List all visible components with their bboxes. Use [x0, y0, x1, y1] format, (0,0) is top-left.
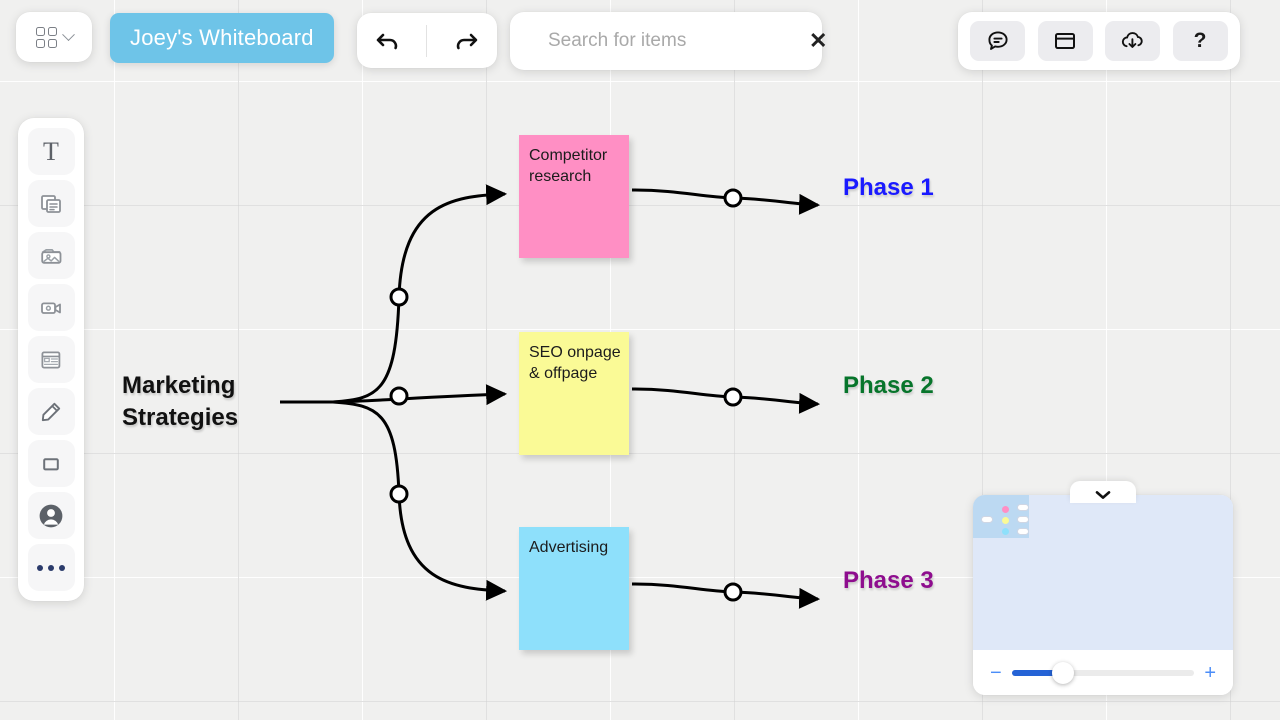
minimap-node-phase-1: [1017, 504, 1029, 511]
board-title[interactable]: Joey's Whiteboard: [110, 13, 334, 63]
chevron-down-icon: [61, 27, 75, 41]
phase-2-label[interactable]: Phase 2: [843, 372, 934, 399]
sidebar-item-shape-tool[interactable]: [27, 440, 75, 487]
comment-button[interactable]: [970, 21, 1026, 61]
cloud-download-icon: [1122, 32, 1143, 48]
advertising-note[interactable]: Advertising: [519, 527, 629, 650]
app-grid-icon: [35, 26, 57, 48]
sidebar-item-text-tool[interactable]: T: [27, 128, 75, 175]
app-grid-button[interactable]: [16, 12, 92, 62]
pen-icon: [41, 402, 61, 421]
sidebar-item-template-tool[interactable]: [27, 336, 75, 383]
redo-button[interactable]: [443, 21, 489, 61]
sidebar-item-avatar-tool[interactable]: [27, 492, 75, 539]
undo-icon: [376, 33, 398, 49]
search-input[interactable]: [548, 30, 793, 52]
root-label-line-1: Marketing: [122, 372, 236, 399]
image-icon: [40, 248, 61, 264]
advertising-note-text: Advertising: [529, 539, 609, 556]
search-clear-button[interactable]: ✕: [809, 28, 828, 53]
frame-icon: [1055, 33, 1076, 49]
avatar-icon: [39, 504, 63, 527]
more-horizontal-icon: [37, 564, 65, 571]
phase-1-label[interactable]: Phase 1: [843, 174, 934, 201]
template-icon: [41, 351, 61, 368]
video-camera-icon: [40, 302, 61, 314]
zoom-slider[interactable]: [1011, 661, 1195, 684]
zoom-out-button[interactable]: −: [990, 661, 1002, 684]
help-button[interactable]: ?: [1172, 21, 1228, 61]
minimap-panel: − +: [973, 495, 1233, 695]
competitor-research-note[interactable]: Competitor research: [519, 135, 629, 258]
search-bar: ✕: [510, 12, 827, 70]
redo-icon: [456, 33, 478, 49]
root-label-line-2: Strategies: [122, 403, 239, 431]
rectangle-icon: [43, 457, 59, 470]
seo-note-text: SEO onpage & offpage: [529, 344, 621, 383]
frame-button[interactable]: [1037, 21, 1093, 61]
minimap-node-root: [981, 516, 993, 523]
undo-button[interactable]: [365, 21, 411, 61]
minimap-node-advertising: [1002, 528, 1009, 535]
root-node-label[interactable]: Marketing Strategies: [122, 370, 282, 433]
sidebar-item-video-tool[interactable]: [27, 284, 75, 331]
sidebar-item-sticky-note-tool[interactable]: [27, 180, 75, 227]
sticky-note-icon: [41, 194, 61, 213]
minimap-node-phase-3: [1017, 528, 1029, 535]
competitor-research-note-text: Competitor research: [529, 147, 608, 186]
left-toolbar: T: [18, 118, 84, 601]
minimap-node-phase-2: [1017, 516, 1029, 523]
zoom-slider-thumb[interactable]: [1051, 661, 1074, 684]
minimap-canvas[interactable]: [973, 495, 1233, 650]
sidebar-item-pen-tool[interactable]: [27, 388, 75, 435]
seo-note[interactable]: SEO onpage & offpage: [519, 332, 629, 455]
phase-3-label[interactable]: Phase 3: [843, 567, 934, 594]
minimap-collapse-button[interactable]: [1070, 481, 1136, 503]
zoom-in-button[interactable]: +: [1204, 661, 1216, 684]
minimap-node-competitor: [1002, 506, 1009, 513]
toolbar-divider: [426, 24, 428, 57]
top-right-toolbar: ?: [958, 12, 1240, 70]
zoom-slider-fill: [1011, 669, 1063, 676]
zoom-controls: − +: [973, 650, 1233, 695]
text-icon: T: [43, 136, 59, 166]
sidebar-item-more-tool[interactable]: [27, 544, 75, 591]
minimap-node-seo: [1002, 517, 1009, 524]
history-toolbar: [357, 13, 497, 68]
chevron-down-icon: [1095, 491, 1111, 499]
cloud-download-button[interactable]: [1105, 21, 1161, 61]
sidebar-item-image-tool[interactable]: [27, 232, 75, 279]
comment-icon: [988, 31, 1008, 50]
